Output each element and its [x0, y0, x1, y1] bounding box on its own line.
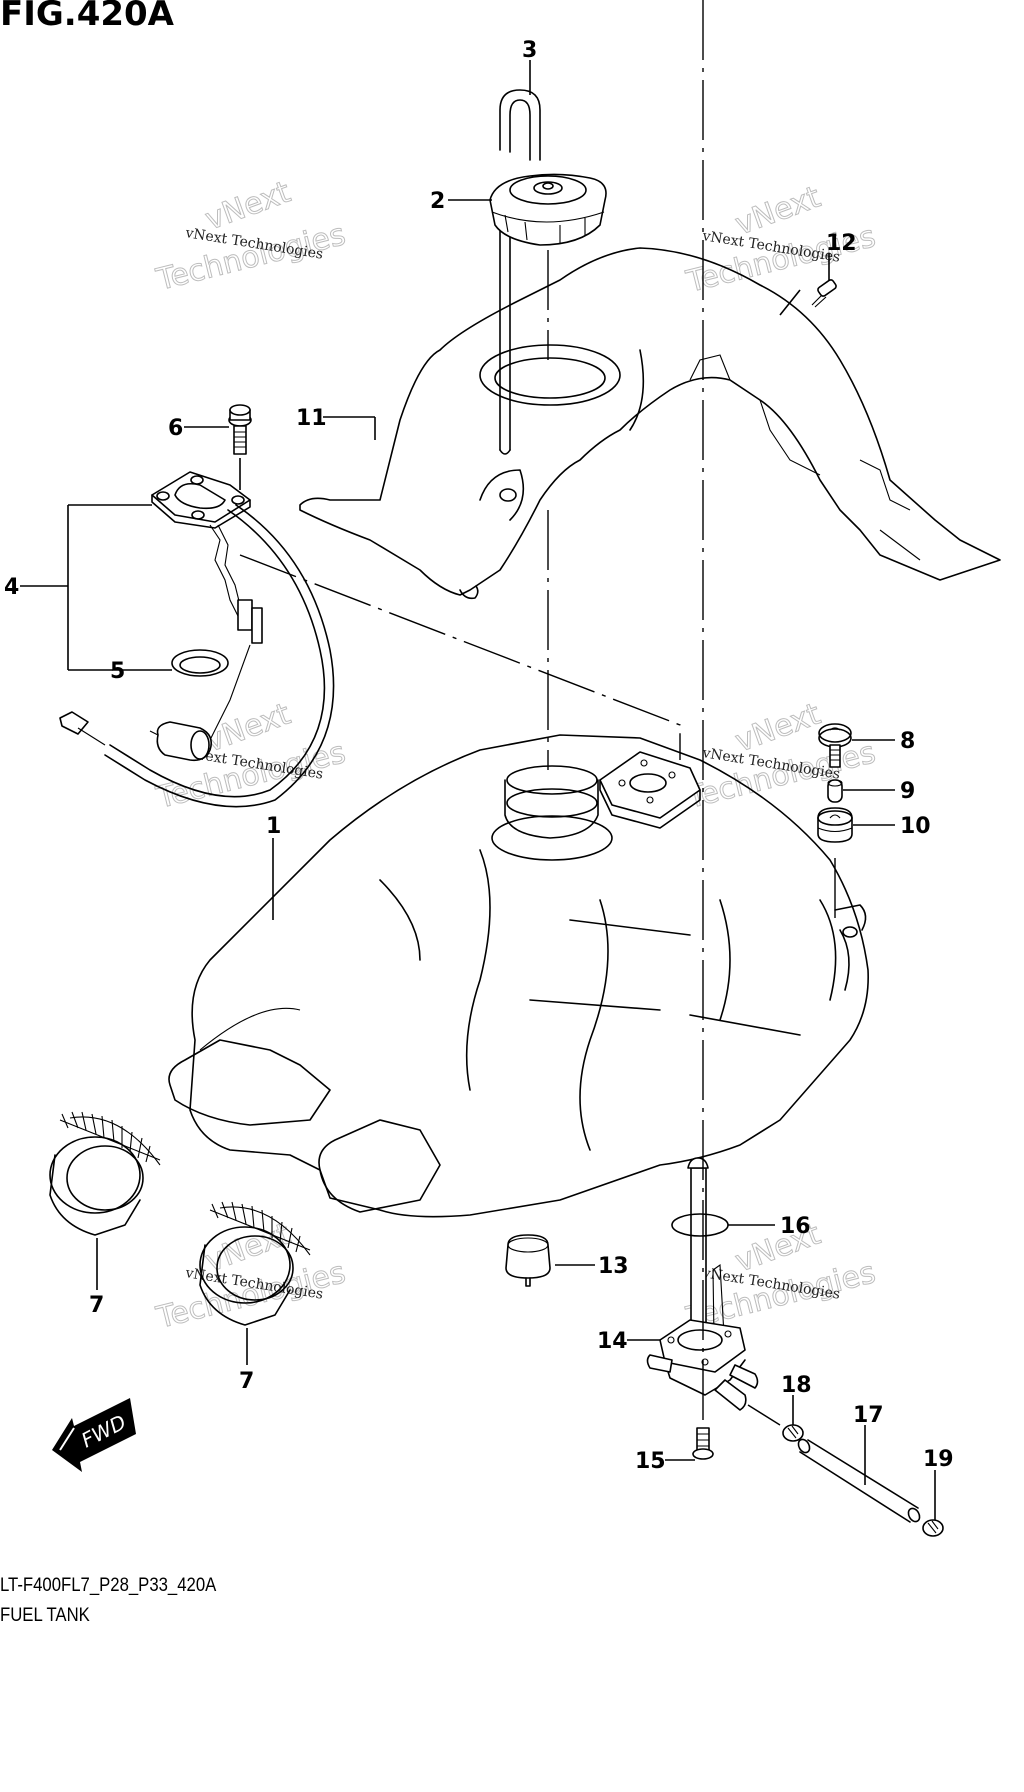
callout-11[interactable]: 10 — [900, 814, 931, 839]
callout-18[interactable]: 18 — [781, 1373, 812, 1398]
callout-8[interactable]: 13 — [598, 1254, 629, 1279]
callout-15[interactable]: 15 — [635, 1449, 666, 1474]
watermark-bottom-left: vNext Technologies vNext Technologies — [152, 1216, 349, 1336]
fuel-cap[interactable] — [489, 173, 607, 246]
clamp-18[interactable] — [782, 1424, 804, 1442]
callout-2[interactable]: 2 — [430, 189, 445, 214]
callout-14[interactable]: 14 — [597, 1329, 628, 1354]
svg-text:vNext: vNext — [201, 175, 296, 238]
callout-10[interactable]: 9 — [900, 779, 915, 804]
callout-4[interactable]: 4 — [4, 575, 19, 600]
screw-13[interactable] — [811, 279, 837, 308]
callout-5[interactable]: 5 — [110, 659, 125, 684]
callout-6[interactable]: 6 — [168, 416, 183, 441]
collar-10[interactable] — [827, 779, 843, 803]
drawing-code: LT-F400FL7_P28_P33_420A — [0, 1575, 217, 1596]
forward-arrow-icon: FWD — [52, 1398, 136, 1472]
cushion-8[interactable] — [505, 1234, 551, 1287]
o-ring-5[interactable] — [171, 649, 229, 677]
protector-band-7a[interactable] — [49, 1111, 161, 1290]
assembly-name: FUEL TANK — [0, 1605, 90, 1626]
callout-17[interactable]: 17 — [853, 1403, 884, 1428]
watermark-top-left: vNext Technologies vNext Technologies — [152, 174, 349, 298]
callout-12[interactable]: 11 — [296, 406, 327, 431]
bolt-15[interactable] — [692, 1427, 714, 1460]
fuel-hose-17[interactable] — [796, 1437, 922, 1523]
callout-9[interactable]: 8 — [900, 729, 915, 754]
callout-16[interactable]: 16 — [780, 1214, 811, 1239]
callout-13[interactable]: 12 — [826, 231, 857, 256]
fuel-tank[interactable] — [168, 734, 869, 1218]
grommet-11[interactable] — [817, 807, 853, 925]
callout-3[interactable]: 3 — [522, 38, 537, 63]
watermark-mid-right: vNext Technologies vNext Technologies — [682, 696, 879, 816]
clamp-19[interactable] — [922, 1519, 944, 1537]
bolt-6[interactable] — [228, 404, 252, 490]
callout-19[interactable]: 19 — [923, 1447, 954, 1472]
fuel-cock-14[interactable] — [646, 0, 781, 1426]
screw-9[interactable] — [818, 723, 852, 768]
breather-hose[interactable] — [499, 89, 541, 455]
protector-band-7b[interactable] — [199, 1201, 311, 1365]
callout-7b[interactable]: 7 — [239, 1369, 254, 1394]
callout-leaders — [20, 60, 936, 1520]
figure-title: FIG.420A — [0, 0, 174, 34]
callout-1[interactable]: 1 — [266, 814, 281, 839]
fuel-pump-assembly[interactable] — [59, 471, 335, 808]
tank-cover[interactable] — [299, 247, 1001, 600]
callout-7a[interactable]: 7 — [89, 1293, 104, 1318]
